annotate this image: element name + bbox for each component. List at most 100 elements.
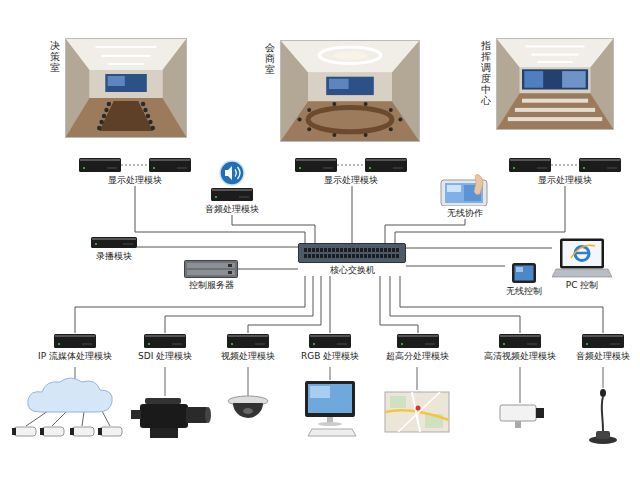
- network-switch-part: [344, 254, 347, 258]
- tablet-icon-part: [515, 266, 534, 281]
- monitor-part: [305, 381, 355, 417]
- recorder-unit: [91, 237, 137, 249]
- network-switch-part: [332, 254, 335, 258]
- network-link: [330, 276, 331, 333]
- room-photo-part: [143, 108, 147, 112]
- map-part: [390, 396, 406, 408]
- display-module-units-part: [121, 165, 149, 166]
- room-photo-part: [326, 77, 374, 95]
- network-link: [352, 186, 353, 243]
- device-leader-lines-part: [26, 411, 110, 426]
- camcorder: [131, 398, 211, 438]
- module-unit-part: [425, 343, 435, 345]
- device-leader-lines-part: [520, 367, 521, 403]
- network-switch-part: [352, 248, 355, 252]
- room-photo-part: [65, 38, 187, 138]
- module-unit-part: [231, 343, 233, 345]
- module-label: 高清视频处理模块: [483, 351, 557, 362]
- module-node: 音频处理模块: [204, 160, 260, 215]
- network-switch-part: [340, 254, 343, 258]
- monitor-part: [310, 386, 330, 398]
- network-switch-part: [324, 254, 327, 258]
- network-link: [406, 248, 552, 249]
- room-photo-part: [389, 127, 393, 131]
- display-module-units-part: [80, 159, 120, 161]
- module-node: IP 流媒体处理模块: [37, 333, 113, 362]
- network-switch-part: [316, 248, 319, 252]
- network-switch-part: [312, 254, 315, 258]
- network-switch-part: [388, 248, 391, 252]
- device-leader-lines: [26, 367, 603, 426]
- tablet-icon: [437, 174, 493, 206]
- display-module-units-part: [607, 167, 617, 169]
- module-unit-part: [527, 343, 537, 345]
- device-leader-lines-part: [603, 367, 604, 388]
- server-rack-part: [187, 270, 235, 275]
- network-switch-part: [304, 248, 307, 252]
- room-photo-part: [308, 107, 392, 131]
- camcorder-part: [145, 398, 181, 404]
- network-switch-part: [392, 248, 395, 252]
- display-module-units-part: [149, 158, 191, 172]
- laptop-icon-part: [563, 241, 602, 266]
- laptop-icon-part: [552, 269, 612, 277]
- network-link: [395, 186, 565, 243]
- module-node: 显示处理模块: [509, 157, 621, 186]
- network-switch-part: [396, 248, 399, 252]
- room-node: 指挥调度中心: [481, 38, 614, 130]
- network-switch-part: [364, 248, 367, 252]
- room-photo-part: [108, 76, 125, 86]
- network-switch-part: [356, 254, 359, 258]
- room-photo-part: [146, 114, 150, 118]
- module-unit-part: [500, 335, 540, 337]
- module-unit: [397, 333, 439, 349]
- laptop-icon-part: [560, 239, 604, 269]
- display-module-units-part: [295, 158, 337, 172]
- display-module-units-part: [150, 159, 190, 161]
- module-unit-part: [397, 334, 439, 348]
- camcorder-part: [131, 410, 141, 419]
- map-part: [385, 392, 449, 432]
- ip-cameras-part: [42, 427, 64, 436]
- network-switch-part: [324, 248, 327, 252]
- module-node: 高清视频处理模块: [483, 333, 557, 362]
- network-switch-part: [316, 254, 319, 258]
- ip-cameras-part: [12, 428, 16, 435]
- module-unit-part: [499, 334, 541, 348]
- network-switch-part: [364, 254, 367, 258]
- room-photo-part: [308, 73, 392, 102]
- device-leader-lines-part: [248, 367, 249, 396]
- network-switch-part: [312, 248, 315, 252]
- display-module-units-part: [509, 158, 551, 172]
- module-label: 音频处理模块: [575, 351, 631, 362]
- camcorder-part: [150, 428, 178, 438]
- room-photo-part: [107, 102, 111, 106]
- room-photo-part: [141, 102, 145, 106]
- ip-cameras-part: [14, 427, 36, 436]
- module-label: 显示处理模块: [323, 175, 379, 186]
- module-node: PC 控制: [552, 238, 612, 291]
- network-switch-part: [384, 254, 387, 258]
- network-link: [248, 276, 321, 333]
- room-photo-part: [99, 101, 153, 131]
- module-unit-part: [313, 343, 315, 345]
- network-switch-part: [384, 248, 387, 252]
- module-unit-part: [255, 343, 265, 345]
- server-rack-part: [228, 264, 232, 267]
- room-photo-part: [298, 118, 302, 122]
- room-label: 决策室: [50, 40, 60, 73]
- network-switch-part: [304, 254, 307, 258]
- network-switch-part: [396, 254, 399, 258]
- network-switch-part: [299, 244, 406, 263]
- microphone-part: [596, 431, 610, 439]
- network-switch-part: [344, 248, 347, 252]
- display-module-units-part: [393, 167, 403, 169]
- module-unit-part: [337, 343, 347, 345]
- network-switch-part: [308, 248, 311, 252]
- module-unit: [309, 333, 351, 349]
- ip-cameras-part: [100, 427, 122, 436]
- network-switch-part: [328, 254, 331, 258]
- room-photo-part: [89, 70, 162, 98]
- map: [385, 392, 449, 432]
